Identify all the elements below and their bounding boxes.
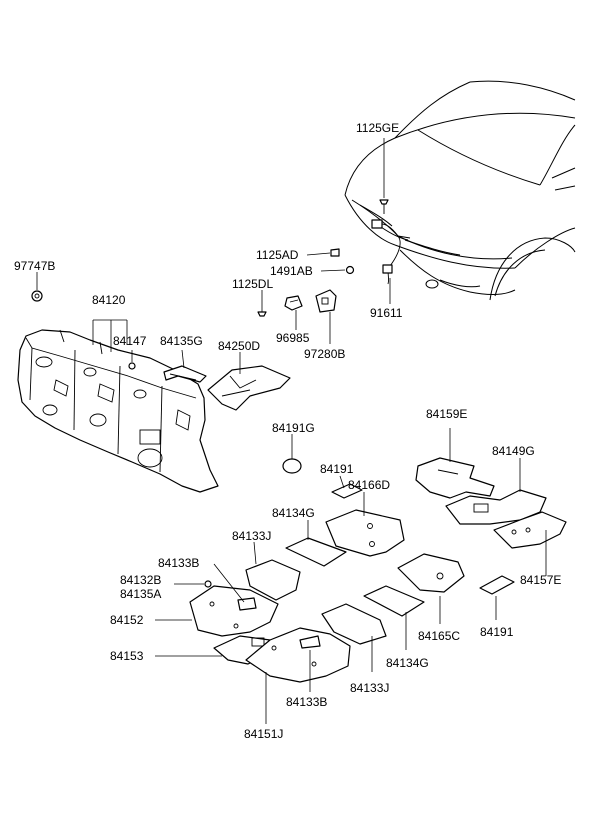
carpet-84134G-lower: [363, 585, 425, 650]
part-labels: 1125GE 1125AD 1491AB 91611 1125DL 96985 …: [14, 121, 561, 741]
carpet-84134G-upper: [285, 520, 347, 567]
label-91611: 91611: [370, 306, 403, 320]
clip-96985: [284, 295, 303, 330]
carpet-84151J: [245, 627, 351, 724]
label-84166D: 84166D: [348, 478, 390, 492]
label-1125DL: 1125DL: [232, 277, 273, 291]
fastener-1125AD: [306, 248, 340, 257]
label-84153: 84153: [110, 649, 144, 663]
label-84191-upper: 84191: [320, 462, 354, 476]
part-84135G: [163, 349, 207, 383]
label-84191G: 84191G: [272, 421, 315, 435]
carpet-84152: [155, 563, 279, 637]
label-84157E: 84157E: [520, 573, 561, 587]
label-84159E: 84159E: [426, 407, 467, 421]
label-84120: 84120: [92, 293, 126, 307]
fastener-1125GE: [379, 138, 389, 214]
fastener-1491AB: [320, 265, 355, 275]
leader-84120: [92, 319, 133, 362]
carpet-84166D: [325, 492, 405, 557]
label-84133B-lower: 84133B: [286, 695, 327, 709]
label-1125AD: 1125AD: [256, 248, 299, 262]
carpet-84149G: [445, 458, 547, 525]
label-97747B: 97747B: [14, 259, 55, 273]
dash-insulator-84120: [17, 290, 219, 493]
carpet-84133J-lower: [321, 603, 387, 672]
label-84191-lower: 84191: [480, 625, 514, 639]
label-84147: 84147: [113, 334, 147, 348]
label-84133B-upper: 84133B: [158, 556, 199, 570]
label-84134G-lower: 84134G: [386, 656, 429, 670]
pad-84191-upper: [331, 475, 363, 499]
label-97280B: 97280B: [304, 347, 345, 361]
part-84250D: [207, 352, 291, 411]
label-84134G-upper: 84134G: [272, 506, 315, 520]
fastener-1125DL: [257, 290, 267, 317]
ring-84191G: [282, 434, 302, 474]
label-84133J-lower: 84133J: [350, 681, 389, 695]
pad-84191-lower: [479, 575, 515, 620]
label-84151J: 84151J: [244, 727, 283, 741]
carpet-84133J-upper: [245, 541, 301, 601]
bolt-84132B: [174, 580, 212, 588]
carpet-84165C: [397, 553, 465, 624]
bracket-97280B: [315, 289, 337, 344]
carpet-84159E: [415, 428, 495, 499]
label-96985: 96985: [276, 331, 310, 345]
carpet-84157E: [493, 511, 567, 576]
label-84149G: 84149G: [492, 444, 535, 458]
label-1491AB: 1491AB: [270, 264, 313, 278]
label-84165C: 84165C: [418, 629, 460, 643]
label-84250D: 84250D: [218, 339, 260, 353]
label-84135A: 84135A: [120, 587, 161, 601]
label-84133J-upper: 84133J: [232, 529, 271, 543]
car-front-illustration: [344, 80, 576, 301]
label-84132B: 84132B: [120, 573, 161, 587]
label-1125GE: 1125GE: [356, 121, 399, 135]
label-84135G: 84135G: [160, 334, 203, 348]
label-84152: 84152: [110, 613, 144, 627]
